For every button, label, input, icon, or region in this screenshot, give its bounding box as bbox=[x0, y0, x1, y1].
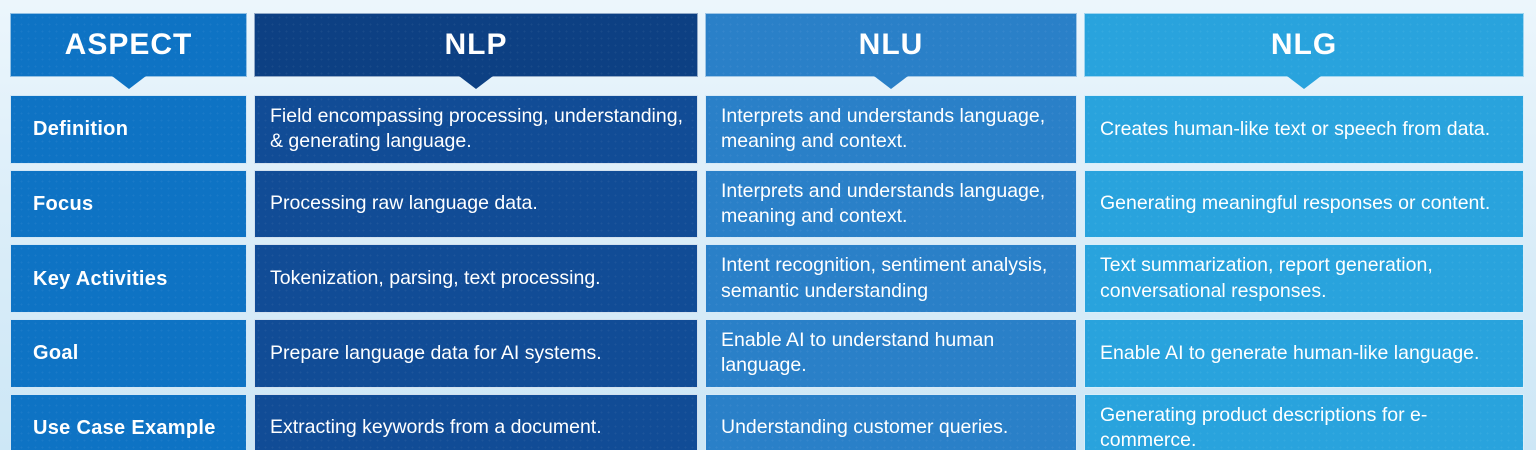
aspect-label: Key Activities bbox=[33, 267, 168, 290]
cell-text: Generating product descriptions for e-co… bbox=[1100, 403, 1428, 450]
cell-text: Processing raw language data. bbox=[270, 192, 538, 215]
header-pointer-icon bbox=[111, 76, 146, 89]
cell-text: Prepare language data for AI systems. bbox=[270, 341, 602, 364]
row-use-case-aspect: Use Case Example bbox=[10, 393, 247, 450]
aspect-label: Use Case Example bbox=[33, 417, 216, 440]
header-nlp-label: NLP bbox=[444, 28, 508, 61]
aspect-label: Goal bbox=[33, 342, 79, 365]
row-key-activities-nlp: Tokenization, parsing, text processing. bbox=[254, 244, 698, 314]
header-aspect-label: ASPECT bbox=[64, 28, 193, 61]
row-focus-nlp: Processing raw language data. bbox=[254, 169, 698, 239]
header-pointer-icon bbox=[874, 76, 908, 89]
cell-text: Enable AI to understand human language. bbox=[721, 329, 995, 377]
row-focus-aspect: Focus bbox=[10, 169, 247, 239]
row-key-activities-nlg: Text summarization, report generation, c… bbox=[1084, 244, 1524, 314]
cell-text: Field encompassing processing, understan… bbox=[270, 105, 683, 153]
cell-text: Text summarization, report generation, c… bbox=[1100, 254, 1433, 302]
row-use-case-nlg: Generating product descriptions for e-co… bbox=[1084, 393, 1524, 450]
cell-text: Enable AI to generate human-like languag… bbox=[1100, 341, 1480, 364]
row-focus-nlg: Generating meaningful responses or conte… bbox=[1084, 169, 1524, 239]
header-nlu-label: NLU bbox=[858, 28, 924, 61]
cell-text: Creates human-like text or speech from d… bbox=[1100, 117, 1491, 140]
header-pointer-icon bbox=[459, 76, 493, 89]
row-goal-nlg: Enable AI to generate human-like languag… bbox=[1084, 319, 1524, 388]
cell-text: Understanding customer queries. bbox=[721, 416, 1009, 439]
cell-text: Generating meaningful responses or conte… bbox=[1100, 192, 1491, 215]
row-definition-nlg: Creates human-like text or speech from d… bbox=[1084, 95, 1524, 164]
header-nlg-label: NLG bbox=[1270, 28, 1338, 61]
row-use-case-nlu: Understanding customer queries. bbox=[705, 393, 1077, 450]
row-goal-nlu: Enable AI to understand human language. bbox=[705, 319, 1077, 388]
table-header-row: ASPECT NLP NLU NLG bbox=[10, 13, 1524, 89]
cell-text: Intent recognition, sentiment analysis, … bbox=[721, 254, 1048, 302]
aspect-label: Definition bbox=[33, 118, 129, 141]
header-aspect: ASPECT bbox=[10, 13, 247, 89]
table-body: Definition Field encompassing processing… bbox=[10, 95, 1524, 450]
row-definition-nlu: Interprets and understands language, mea… bbox=[705, 95, 1077, 164]
cell-text: Interprets and understands language, mea… bbox=[721, 105, 1046, 153]
row-key-activities-aspect: Key Activities bbox=[10, 244, 247, 314]
aspect-label: Focus bbox=[33, 193, 94, 216]
header-pointer-icon bbox=[1287, 76, 1321, 89]
row-definition-aspect: Definition bbox=[10, 95, 247, 164]
row-focus-nlu: Interprets and understands language, mea… bbox=[705, 169, 1077, 239]
row-goal-nlp: Prepare language data for AI systems. bbox=[254, 319, 698, 388]
row-key-activities-nlu: Intent recognition, sentiment analysis, … bbox=[705, 244, 1077, 314]
header-nlg: NLG bbox=[1084, 13, 1524, 89]
row-goal-aspect: Goal bbox=[10, 319, 247, 388]
row-use-case-nlp: Extracting keywords from a document. bbox=[254, 393, 698, 450]
header-nlp: NLP bbox=[254, 13, 698, 89]
row-definition-nlp: Field encompassing processing, understan… bbox=[254, 95, 698, 164]
cell-text: Extracting keywords from a document. bbox=[270, 416, 602, 439]
cell-text: Tokenization, parsing, text processing. bbox=[270, 267, 601, 290]
header-nlu: NLU bbox=[705, 13, 1077, 89]
cell-text: Interprets and understands language, mea… bbox=[721, 179, 1046, 228]
